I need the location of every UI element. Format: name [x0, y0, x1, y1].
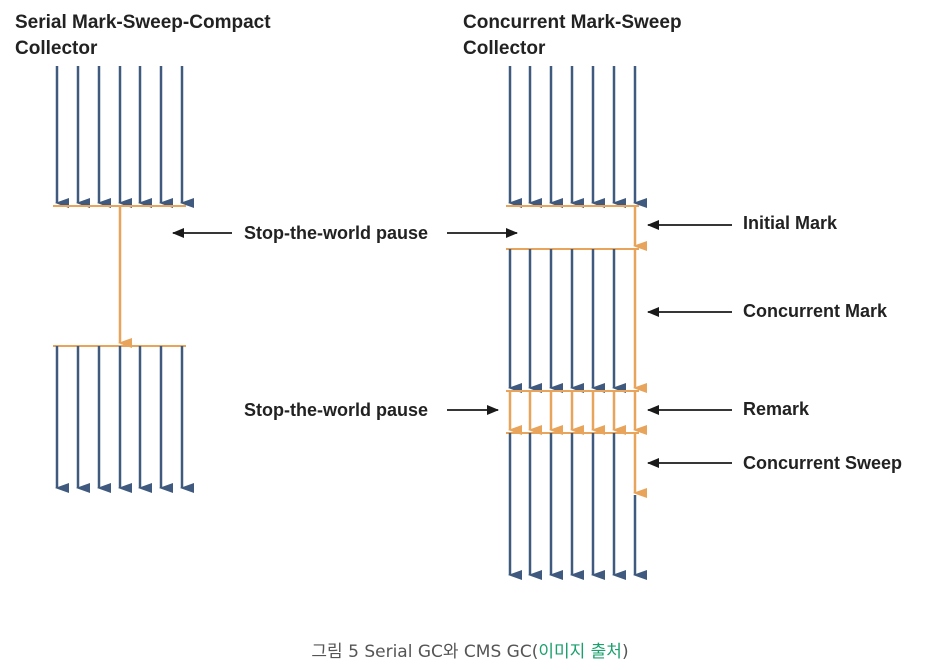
image-source-link[interactable]: 이미지 출처 — [538, 642, 622, 662]
gc-comparison-diagram: Serial Mark-Sweep-Compact Collector Conc… — [15, 12, 902, 580]
stw-pause-label-bottom: Stop-the-world pause — [244, 400, 428, 420]
cms-app-threads-concurrent-mark — [508, 249, 626, 393]
cms-app-threads-concurrent-sweep — [508, 433, 626, 580]
serial-app-threads-top — [55, 66, 194, 208]
pointer-arrows — [172, 220, 732, 468]
cms-app-threads-top — [508, 66, 647, 208]
concurrent-mark-label: Concurrent Mark — [743, 301, 888, 321]
remark-label: Remark — [743, 399, 810, 419]
caption-suffix: ) — [621, 642, 629, 662]
figure-caption: 그림 5 Serial GC와 CMS GC(이미지 출처) — [0, 637, 940, 662]
initial-mark-label: Initial Mark — [743, 213, 838, 233]
serial-collector-title: Serial Mark-Sweep-Compact Collector — [15, 12, 276, 59]
cms-remark-threads — [508, 391, 647, 435]
cms-collector-title: Concurrent Mark-Sweep Collector — [463, 12, 687, 59]
concurrent-sweep-label: Concurrent Sweep — [743, 453, 902, 473]
stw-pause-label-top: Stop-the-world pause — [244, 223, 428, 243]
serial-app-threads-bottom — [55, 346, 194, 493]
caption-prefix: 그림 5 Serial GC와 CMS GC( — [311, 642, 539, 662]
